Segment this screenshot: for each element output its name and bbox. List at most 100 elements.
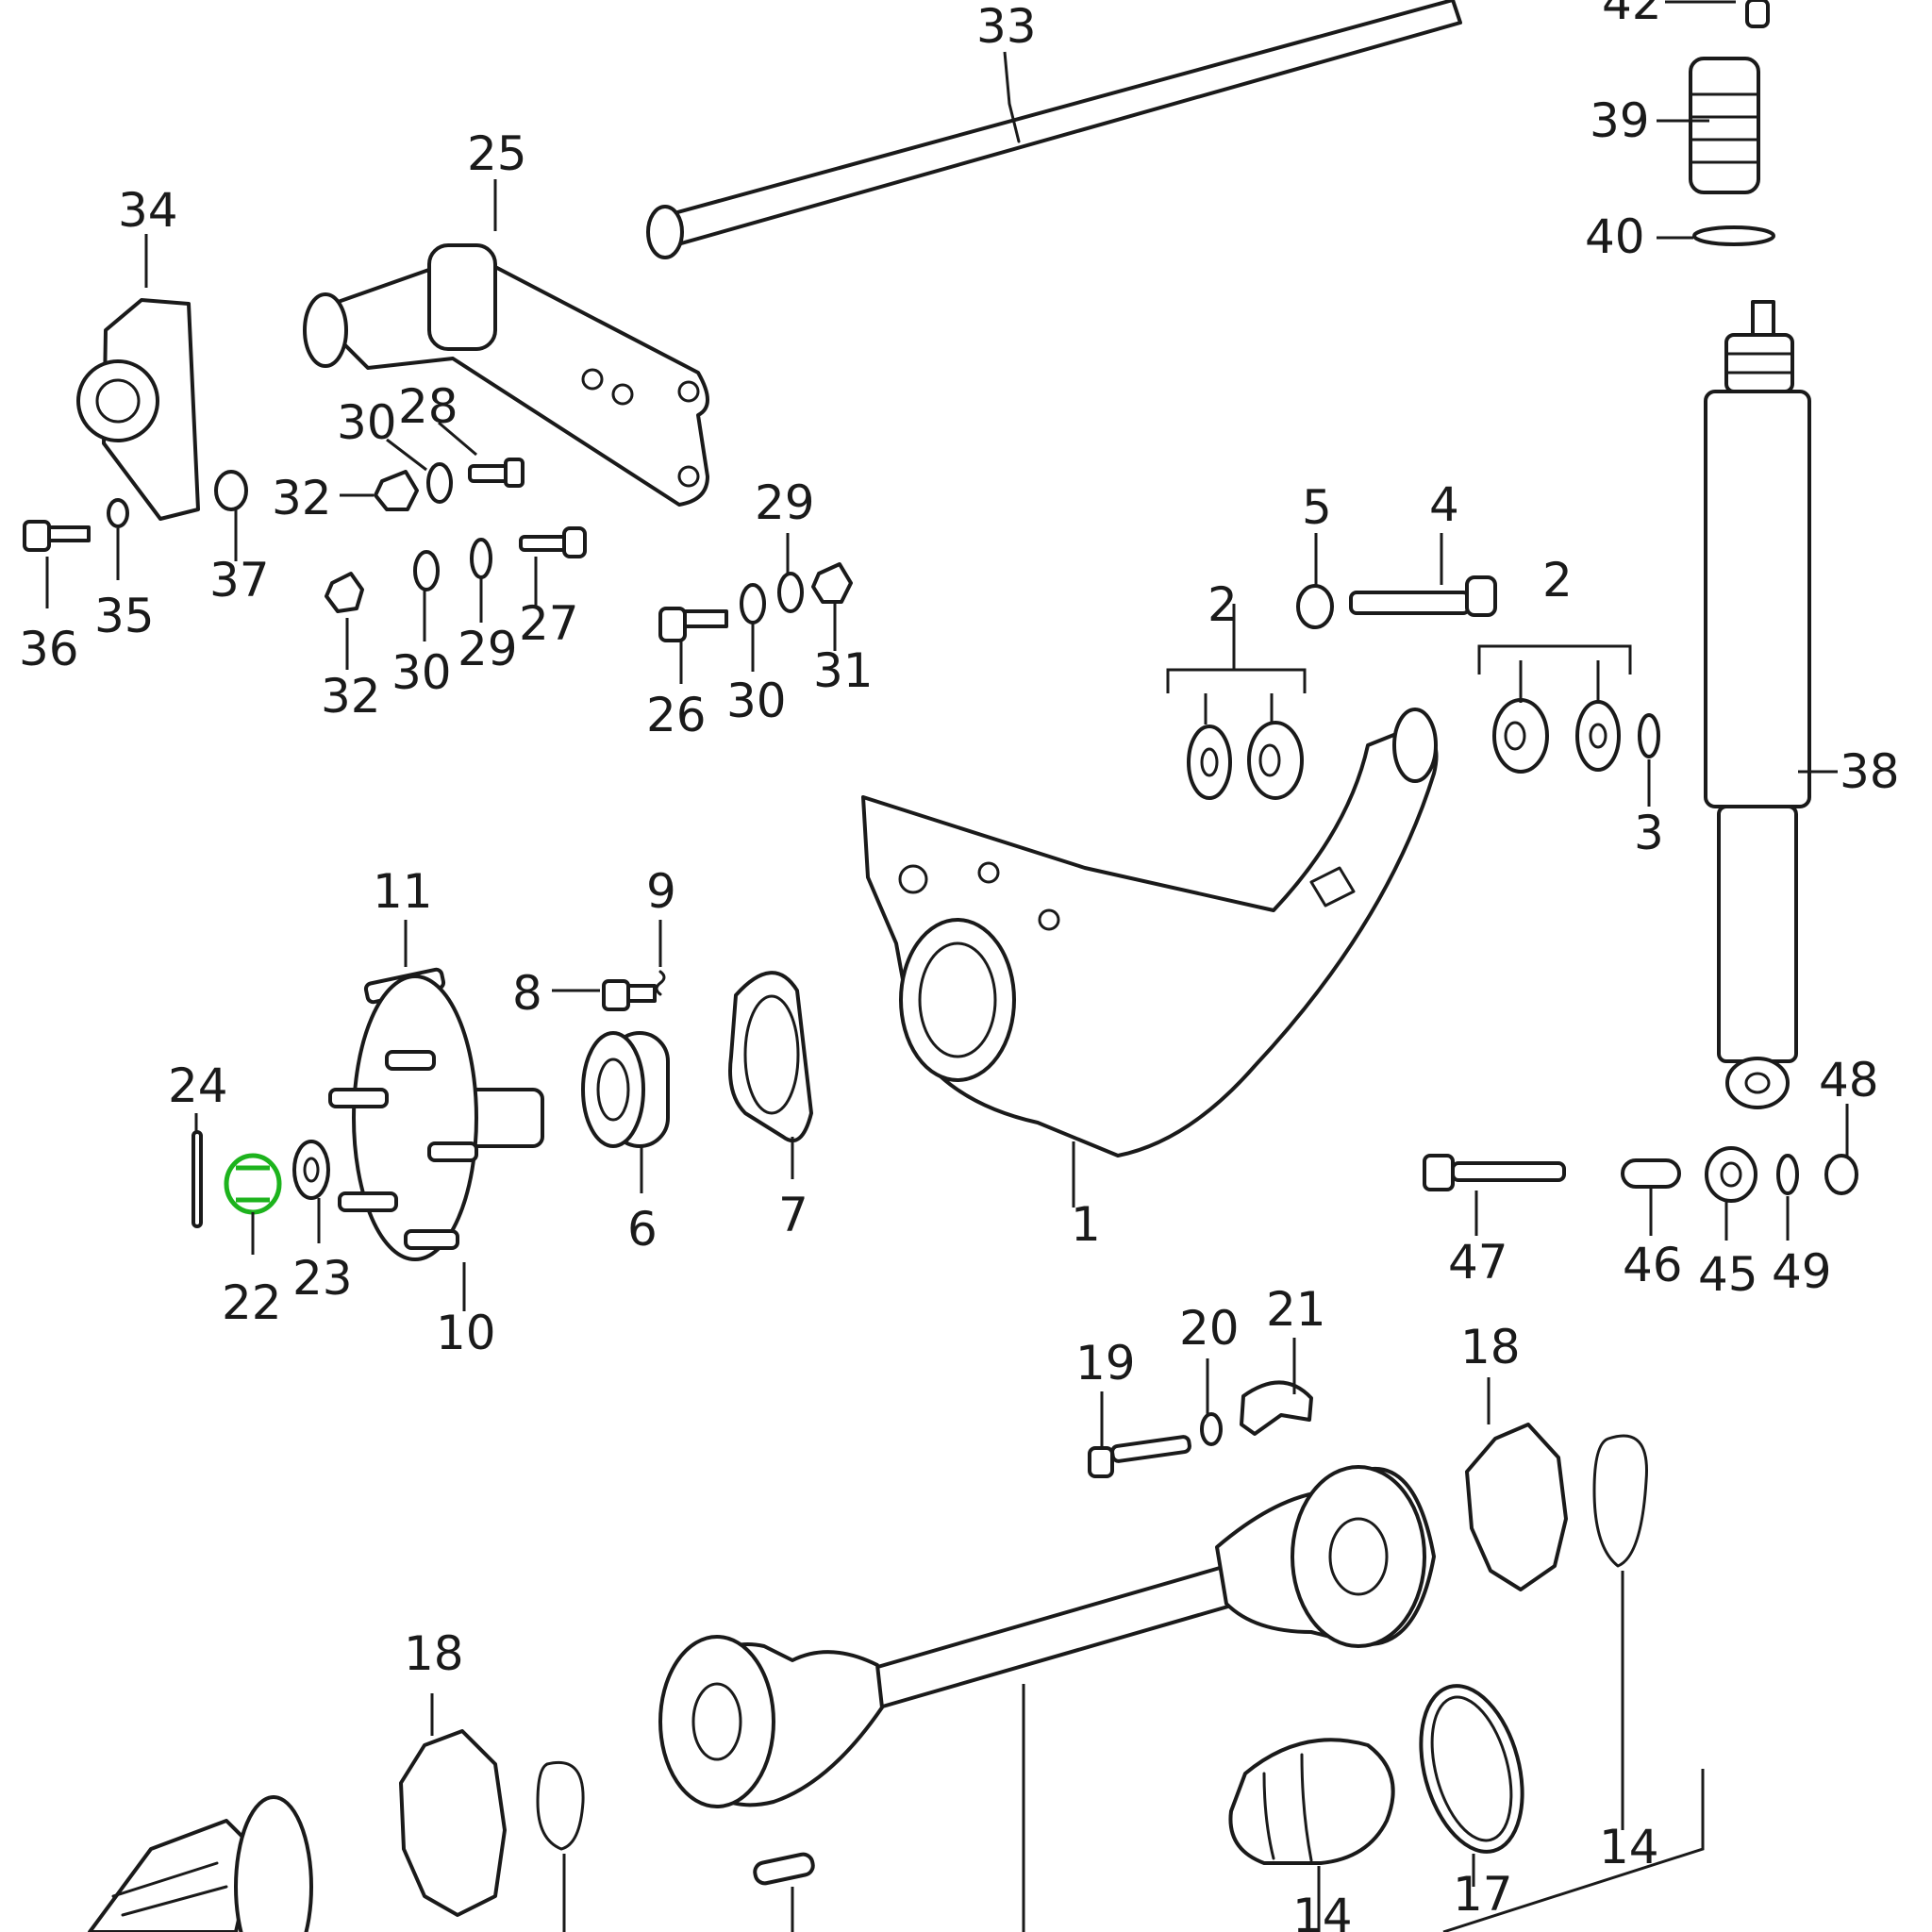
callout-30-right: 30 — [726, 674, 787, 728]
nut-5[interactable] — [1296, 584, 1334, 629]
callout-26: 26 — [646, 688, 707, 742]
cover-plate-7[interactable] — [728, 971, 813, 1143]
callout-20: 20 — [1179, 1301, 1240, 1356]
callout-18-left: 18 — [404, 1626, 464, 1681]
gasket-18-right[interactable] — [1465, 1423, 1568, 1591]
callout-14-right: 14 — [1599, 1820, 1659, 1874]
callout-36: 36 — [19, 622, 79, 676]
nut-31[interactable] — [811, 562, 853, 604]
spring-washer-20[interactable] — [1200, 1412, 1223, 1446]
part-42[interactable] — [1745, 0, 1770, 28]
callout-37: 37 — [209, 553, 270, 608]
callout-22: 22 — [222, 1275, 282, 1330]
washer-3[interactable] — [1638, 713, 1660, 758]
shock-absorber-38[interactable] — [1704, 300, 1811, 1109]
circlip-14-right[interactable] — [1592, 1434, 1648, 1568]
callout-2-right: 2 — [1542, 553, 1573, 608]
callout-9: 9 — [646, 864, 676, 919]
callout-28: 28 — [398, 379, 458, 434]
washer-23[interactable] — [292, 1140, 330, 1200]
sleeve-46[interactable] — [1621, 1158, 1681, 1189]
bracket-34[interactable] — [76, 298, 200, 521]
callout-18-right: 18 — [1460, 1320, 1521, 1374]
bearing-6[interactable] — [581, 1031, 670, 1148]
spring-washer-9[interactable] — [655, 970, 666, 996]
callout-10: 10 — [436, 1306, 496, 1360]
callout-17: 17 — [1453, 1867, 1513, 1922]
hub-flange-10[interactable] — [328, 974, 544, 1261]
callout-19: 19 — [1075, 1336, 1136, 1391]
callout-39: 39 — [1590, 93, 1650, 148]
washer-30[interactable] — [426, 462, 453, 504]
bolt-4[interactable] — [1349, 575, 1497, 617]
nut-48[interactable] — [1824, 1154, 1858, 1195]
callout-49: 49 — [1772, 1244, 1832, 1299]
washer-35[interactable] — [107, 498, 129, 528]
callout-30-top: 30 — [337, 395, 397, 450]
spring-plate-25[interactable] — [303, 243, 709, 507]
callout-29-left: 29 — [458, 622, 518, 676]
callout-38: 38 — [1840, 744, 1900, 799]
washer-30-right[interactable] — [740, 583, 766, 625]
callout-47: 47 — [1448, 1235, 1508, 1290]
bushing-2-left-a[interactable] — [1187, 724, 1232, 800]
callout-6: 6 — [627, 1202, 658, 1257]
output-flange[interactable] — [88, 1795, 313, 1932]
callout-45: 45 — [1698, 1247, 1758, 1302]
callout-23: 23 — [292, 1251, 353, 1306]
nut-32[interactable] — [374, 470, 419, 511]
bolt-36[interactable] — [23, 520, 91, 552]
bushing-37[interactable] — [214, 470, 248, 511]
callout-27: 27 — [519, 596, 579, 651]
callout-40: 40 — [1585, 209, 1645, 264]
callout-25: 25 — [467, 126, 527, 181]
callout-34: 34 — [118, 183, 178, 238]
bolt-19[interactable] — [1088, 1435, 1191, 1478]
callout-48: 48 — [1819, 1053, 1879, 1108]
lock-plate-21[interactable] — [1240, 1380, 1313, 1436]
callout-35: 35 — [94, 589, 155, 643]
bushing-2-right-a[interactable] — [1492, 698, 1549, 774]
callout-21: 21 — [1266, 1282, 1326, 1337]
boot-16[interactable] — [1228, 1738, 1395, 1865]
bolt-26[interactable] — [658, 607, 728, 642]
callout-14-bottom: 14 — [1292, 1889, 1353, 1932]
dowel-pin[interactable] — [753, 1852, 815, 1886]
bolt-47[interactable] — [1423, 1154, 1566, 1191]
torsion-bar-33[interactable] — [646, 0, 1462, 259]
callout-7: 7 — [778, 1188, 808, 1242]
bolt-28[interactable] — [468, 458, 525, 488]
washer-30-lower[interactable] — [413, 550, 440, 591]
bushing-2-right-b[interactable] — [1575, 700, 1621, 772]
washer-29-right[interactable] — [777, 572, 804, 613]
callout-8: 8 — [512, 966, 542, 1021]
callout-24: 24 — [168, 1058, 228, 1113]
bolt-27[interactable] — [519, 526, 587, 558]
callout-1: 1 — [1071, 1197, 1101, 1252]
drive-shaft-14[interactable] — [658, 1465, 1436, 1808]
bump-stop-39[interactable] — [1689, 57, 1760, 194]
nut-32-lower[interactable] — [325, 572, 364, 613]
trailing-arm-1[interactable] — [861, 708, 1439, 1158]
washer-49[interactable] — [1776, 1154, 1799, 1195]
bolt-8[interactable] — [602, 979, 657, 1011]
castle-nut-22[interactable] — [224, 1153, 282, 1215]
split-pin-24[interactable] — [192, 1130, 203, 1228]
callout-2-left: 2 — [1208, 577, 1238, 632]
gasket-18-left[interactable] — [399, 1729, 507, 1917]
washer-29[interactable] — [470, 538, 492, 579]
callout-32-bottom: 32 — [321, 669, 381, 724]
callout-42: 42 — [1602, 0, 1662, 30]
bushing-2-left-b[interactable] — [1247, 721, 1304, 800]
clamp-17[interactable] — [1404, 1674, 1539, 1863]
bushing-45[interactable] — [1705, 1146, 1757, 1203]
callout-46: 46 — [1623, 1238, 1683, 1292]
callout-5: 5 — [1302, 480, 1332, 535]
callout-30-mid: 30 — [391, 645, 452, 700]
circlip-14-left[interactable] — [536, 1761, 585, 1851]
callout-33: 33 — [976, 0, 1037, 54]
callout-32-top: 32 — [272, 471, 332, 525]
washer-40[interactable] — [1692, 225, 1775, 246]
callout-11: 11 — [373, 864, 433, 919]
